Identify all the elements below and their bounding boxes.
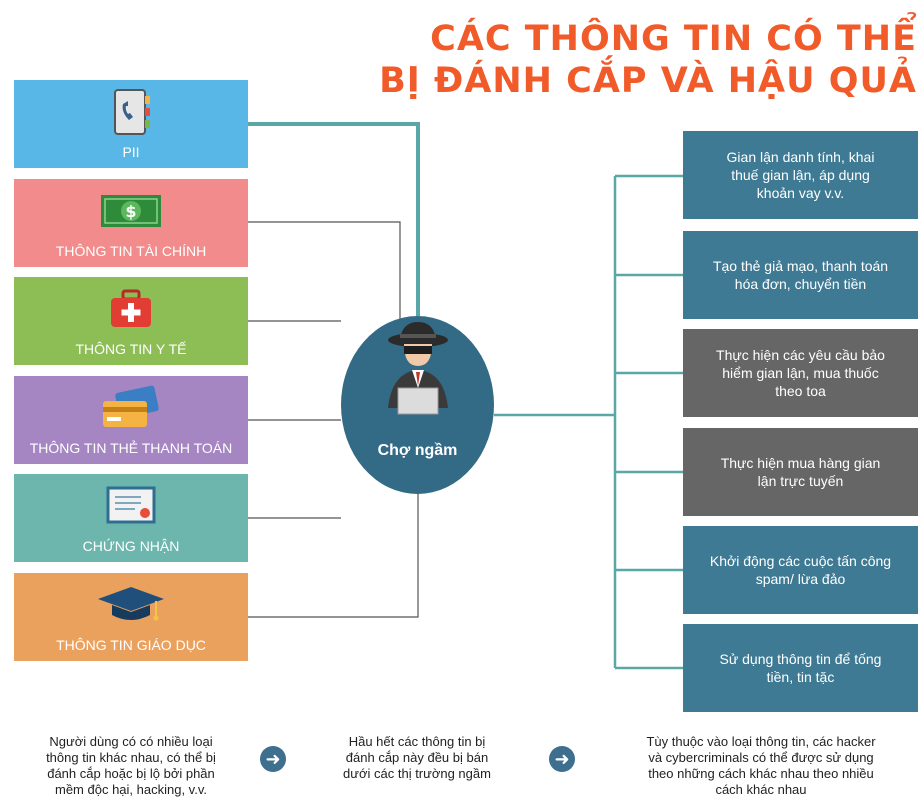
consequence-box: Gian lận danh tính, khai thuế gian lận, … [683, 131, 918, 219]
underground-market-label: Chợ ngầm [377, 442, 458, 459]
consequence-box: Sử dụng thông tin để tống tiền, tin tặc [683, 624, 918, 712]
footer-text-users: Người dùng có có nhiều loại thông tin kh… [46, 734, 216, 797]
category-box-education: THÔNG TIN GIÁO DỤC [14, 573, 248, 661]
phonebook-icon [14, 88, 248, 136]
category-box-certificate: CHỨNG NHẬN [14, 474, 248, 562]
category-box-medical: THÔNG TIN Y TẾ [14, 277, 248, 365]
footer-text-consequences: Tùy thuộc vào loại thông tin, các hacker… [646, 734, 876, 797]
title-line-1: CÁC THÔNG TIN CÓ THỂ [430, 19, 917, 59]
category-box-payment-card: THÔNG TIN THẺ THANH TOÁN [14, 376, 248, 464]
graduation-cap-icon [14, 581, 248, 629]
arrow-right-circle-icon: ➜ [260, 746, 286, 772]
hacker-icon [382, 318, 454, 418]
category-label: THÔNG TIN THẺ THANH TOÁN [29, 440, 233, 456]
category-label: THÔNG TIN GIÁO DỤC [56, 637, 206, 653]
arrow-right-circle-icon: ➜ [549, 746, 575, 772]
consequence-box: Thực hiện mua hàng gian lận trực tuyến [683, 428, 918, 516]
category-label: THÔNG TIN Y TẾ [75, 341, 187, 357]
consequence-box: Tạo thẻ giả mạo, thanh toán hóa đơn, chu… [683, 231, 918, 319]
money-icon: $ [14, 187, 248, 235]
category-label: CHỨNG NHẬN [82, 538, 180, 554]
credit-card-icon [14, 384, 248, 432]
category-label: PII [122, 144, 140, 160]
title-line-2: BỊ ĐÁNH CẮP VÀ HẬU QUẢ [379, 61, 917, 101]
certificate-icon [14, 482, 248, 530]
medical-kit-icon [14, 285, 248, 333]
category-box-pii: PII [14, 80, 248, 168]
category-label: THÔNG TIN TÀI CHÍNH [55, 243, 207, 259]
consequence-box: Khởi động các cuộc tấn công spam/ lừa đả… [683, 526, 918, 614]
svg-text:$: $ [125, 202, 136, 221]
footer-text-market: Hầu hết các thông tin bị đánh cắp này đề… [343, 734, 491, 781]
consequence-box: Thực hiện các yêu cầu bảo hiểm gian lận,… [683, 329, 918, 417]
category-box-financial: $ THÔNG TIN TÀI CHÍNH [14, 179, 248, 267]
